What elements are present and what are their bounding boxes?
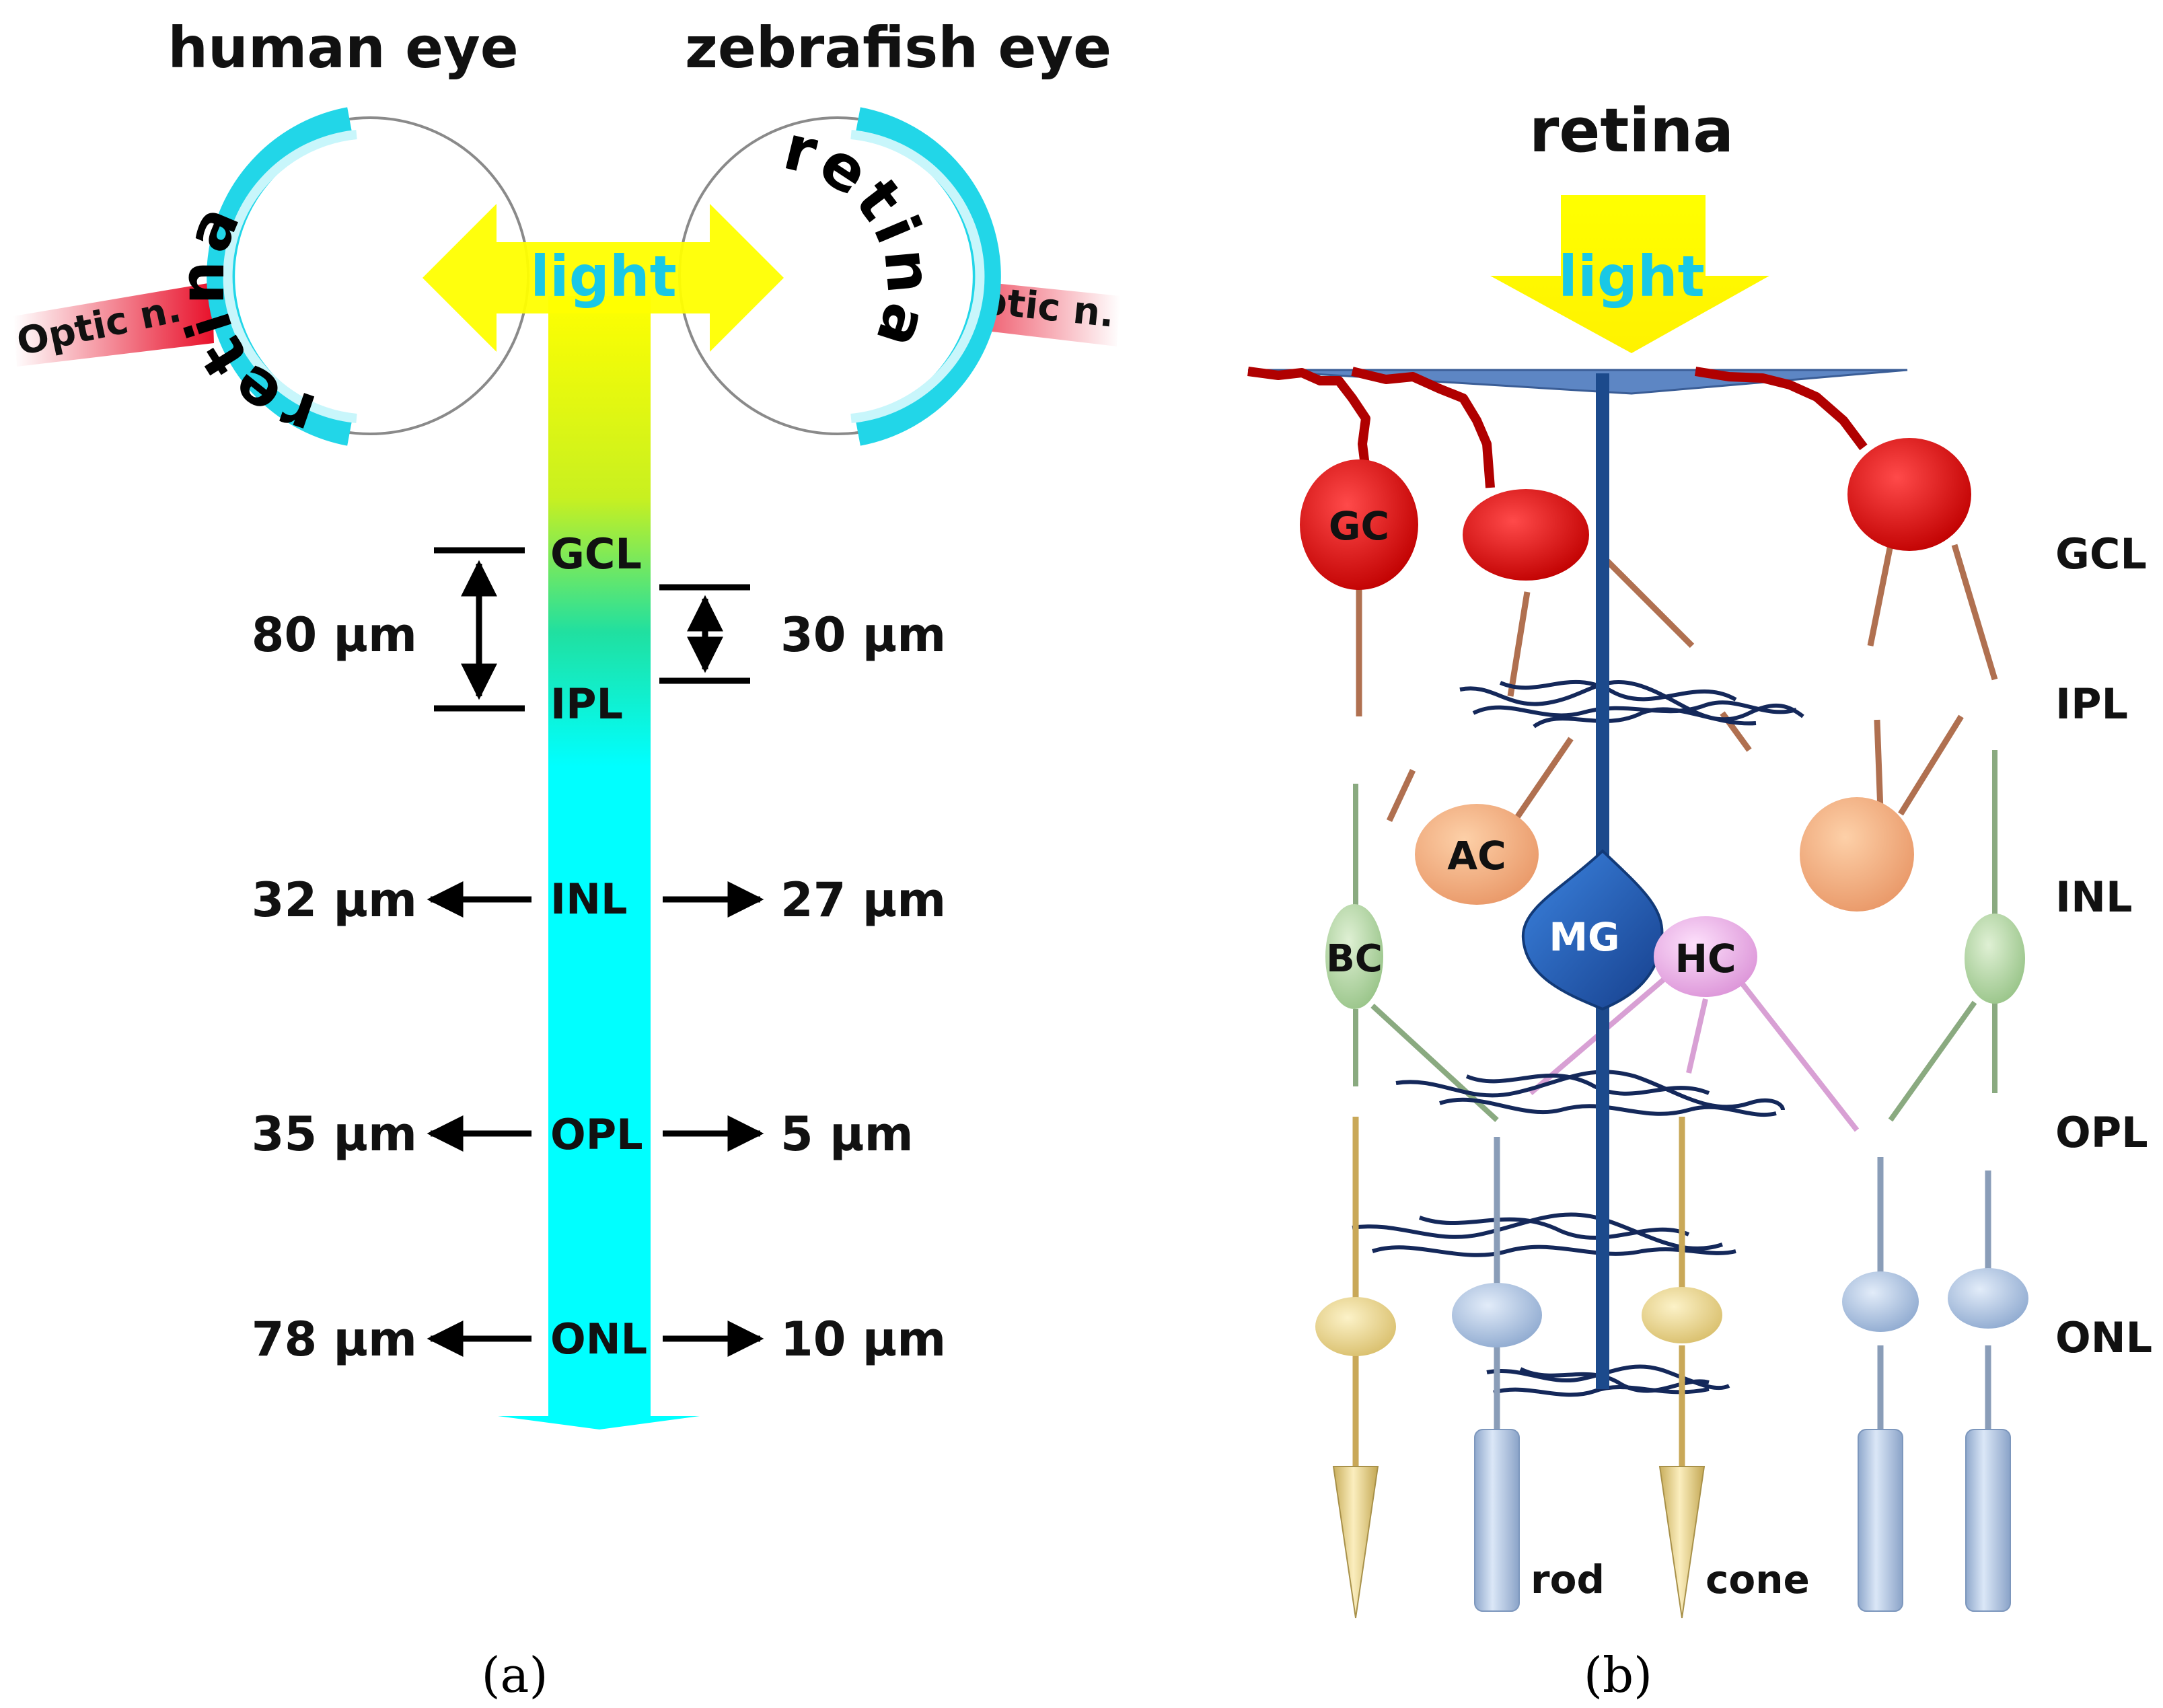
- zebrafish-eye-title: zebrafish eye: [685, 15, 1111, 81]
- rod-outer-segment-3: [1965, 1429, 2011, 1612]
- light-label-b: light: [1558, 244, 1705, 309]
- layer-ipl-b: IPL: [2055, 679, 2128, 729]
- human-gcl-ipl-bracket: [434, 547, 525, 712]
- light-label-a: light: [530, 244, 677, 309]
- cone-soma-1: [1315, 1297, 1396, 1356]
- ganglion-dendrites: [1356, 544, 1998, 822]
- rod-outer-segment-1: [1474, 1429, 1520, 1612]
- light-arrow-b: light: [1490, 195, 1769, 353]
- layer-opl-a: OPL: [550, 1110, 643, 1159]
- ipl-network: [1459, 679, 1804, 729]
- horizontal-cell: HC: [1654, 916, 1757, 997]
- cell-bc-label: BC: [1326, 937, 1383, 981]
- caption-b: (b): [1584, 1647, 1652, 1703]
- layer-gcl-a: GCL: [550, 529, 642, 579]
- rod-outer-segment-2: [1858, 1429, 1903, 1612]
- zebrafish-opl-thickness: 5 µm: [780, 1107, 914, 1162]
- ganglion-cell-1: GC: [1300, 459, 1418, 590]
- muller-glia: MG: [1521, 373, 1664, 1389]
- cell-hc-label: HC: [1675, 936, 1736, 981]
- cone-soma-2: [1642, 1287, 1722, 1343]
- rod-soma-2: [1842, 1271, 1919, 1332]
- zebrafish-inl-thickness: 27 µm: [780, 872, 946, 928]
- bipolar-cell-2: [1965, 914, 2025, 1004]
- human-onl-thickness: 78 µm: [252, 1312, 417, 1367]
- layer-onl-a: ONL: [550, 1314, 647, 1364]
- photoreceptor-axons: [1352, 1117, 1991, 1308]
- cell-ac-label: AC: [1447, 833, 1506, 879]
- rod-soma-1: [1452, 1283, 1542, 1347]
- bipolar-processes: [1353, 750, 1997, 1122]
- layer-onl-b: ONL: [2055, 1313, 2152, 1362]
- layer-gcl-b: GCL: [2055, 529, 2147, 579]
- layer-inl-b: INL: [2055, 872, 2132, 922]
- human-opl-thickness: 35 µm: [252, 1107, 417, 1162]
- human-eye-title: human eye: [168, 15, 519, 81]
- amacrine-cell-2: [1800, 797, 1914, 912]
- ganglion-cell-2: [1463, 489, 1589, 581]
- retina-title: retina: [1529, 96, 1734, 166]
- ganglion-cell-3: [1847, 438, 1971, 551]
- rod-label: rod: [1531, 1557, 1605, 1602]
- zebrafish-eye: retina: [678, 107, 1001, 446]
- cone-outer-segment-2: [1658, 1466, 1706, 1619]
- light-double-arrow: light: [423, 204, 784, 352]
- opl-network: [1352, 1070, 1785, 1257]
- amacrine-cell-1: AC: [1415, 804, 1539, 905]
- bipolar-cell-1: BC: [1325, 904, 1383, 1009]
- photoreceptor-stems: [1352, 1345, 1991, 1473]
- zebrafish-gcl-ipl-thickness: 30 µm: [780, 607, 946, 663]
- layer-inl-a: INL: [550, 875, 627, 924]
- light-column: [498, 296, 700, 1429]
- layer-opl-b: OPL: [2055, 1108, 2148, 1157]
- panel-b: retina light: [1247, 96, 2152, 1703]
- cell-mg-label: MG: [1549, 914, 1619, 960]
- caption-a: (a): [481, 1647, 548, 1703]
- rod-soma-3: [1948, 1268, 2028, 1329]
- cell-gc-label: GC: [1329, 503, 1389, 549]
- layer-ipl-a: IPL: [550, 679, 623, 729]
- cone-outer-segment-1: [1332, 1466, 1379, 1619]
- human-gcl-ipl-thickness: 80 µm: [252, 607, 417, 663]
- ganglion-axons: [1247, 367, 1868, 488]
- zebrafish-gcl-ipl-bracket: [659, 584, 750, 684]
- zebrafish-onl-thickness: 10 µm: [780, 1312, 946, 1367]
- cone-label: cone: [1706, 1557, 1810, 1602]
- human-inl-thickness: 32 µm: [252, 872, 417, 928]
- panel-a: human eye zebrafish eye Optic n. Optic n…: [13, 15, 1120, 1703]
